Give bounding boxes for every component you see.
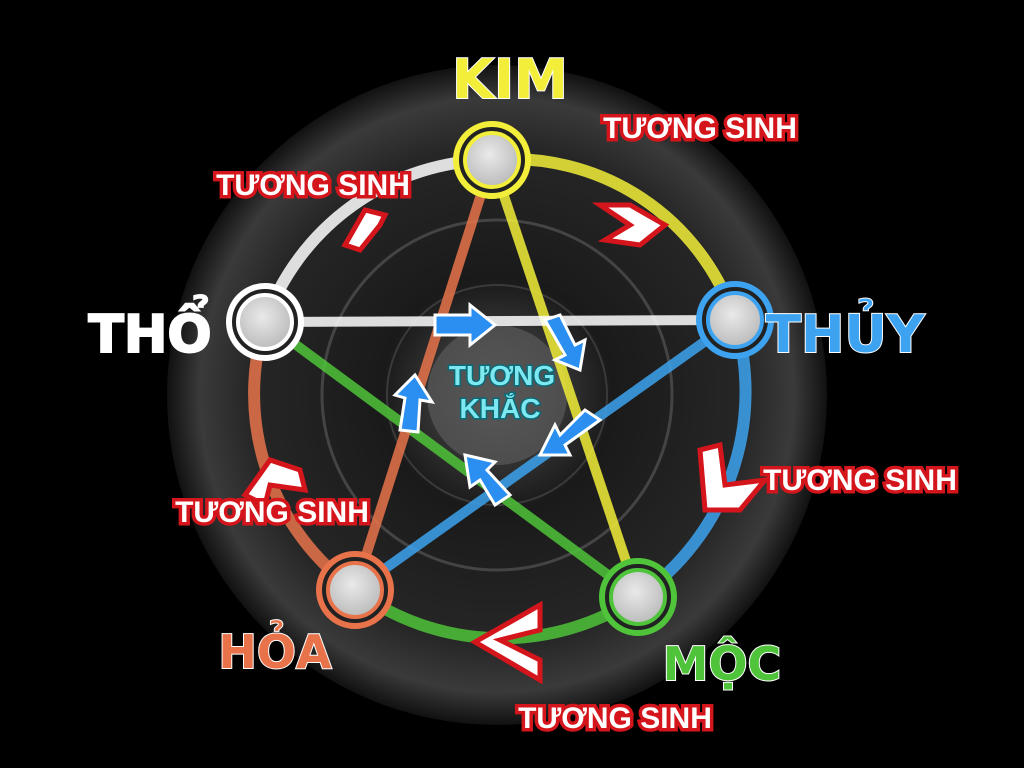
node-orb-kim <box>463 131 521 189</box>
label-moc: MỘC <box>663 637 782 691</box>
cycle-chevrons <box>241 202 771 685</box>
controlling-line-hoa <box>350 158 497 592</box>
chevron-up-icon <box>341 207 389 253</box>
arrow-icon <box>392 372 436 434</box>
center-label-line2: KHẮC <box>460 393 541 424</box>
generating-label-hoa-tho: TƯƠNG SINH <box>175 496 369 529</box>
controlling-line-kim <box>487 158 643 599</box>
label-hoa: HỎA <box>218 620 332 679</box>
center-arrows <box>392 301 603 508</box>
arrow-icon <box>537 408 603 457</box>
generating-label-thuy-moc: TƯƠNG SINH <box>763 464 957 497</box>
arrow-icon <box>542 313 587 373</box>
controlling-line-tho <box>264 315 736 327</box>
generating-label-tho-kim: TƯƠNG SINH <box>216 169 410 202</box>
chevron-right-icon <box>591 202 670 248</box>
chevron-left-icon <box>469 600 543 685</box>
inner-ring <box>320 218 674 572</box>
generating-arc-thuy <box>634 318 752 602</box>
label-tho: THỔ <box>88 295 211 365</box>
label-thuy: THỦY <box>766 298 926 365</box>
center-label-line1: TƯƠNG <box>449 360 555 391</box>
node-orb-tho <box>236 293 294 351</box>
node-orb-moc <box>609 568 667 626</box>
element-nodes <box>226 121 774 636</box>
arrow-icon <box>463 453 513 508</box>
generating-arc-tho <box>259 154 493 325</box>
node-orb-thuy <box>706 291 764 349</box>
generating-label-kim-thuy: TƯƠNG SINH <box>603 112 797 145</box>
center-emblem <box>427 325 567 465</box>
chevron-down-icon <box>697 441 771 513</box>
controlling-line-moc <box>262 317 641 602</box>
arrow-icon <box>433 301 498 349</box>
label-kim: KIM <box>452 48 568 111</box>
chevron-up-icon <box>241 457 309 509</box>
generating-label-moc-hoa: TƯƠNG SINH <box>518 702 712 735</box>
generating-arc-kim <box>491 153 741 322</box>
node-orb-hoa <box>326 561 384 619</box>
